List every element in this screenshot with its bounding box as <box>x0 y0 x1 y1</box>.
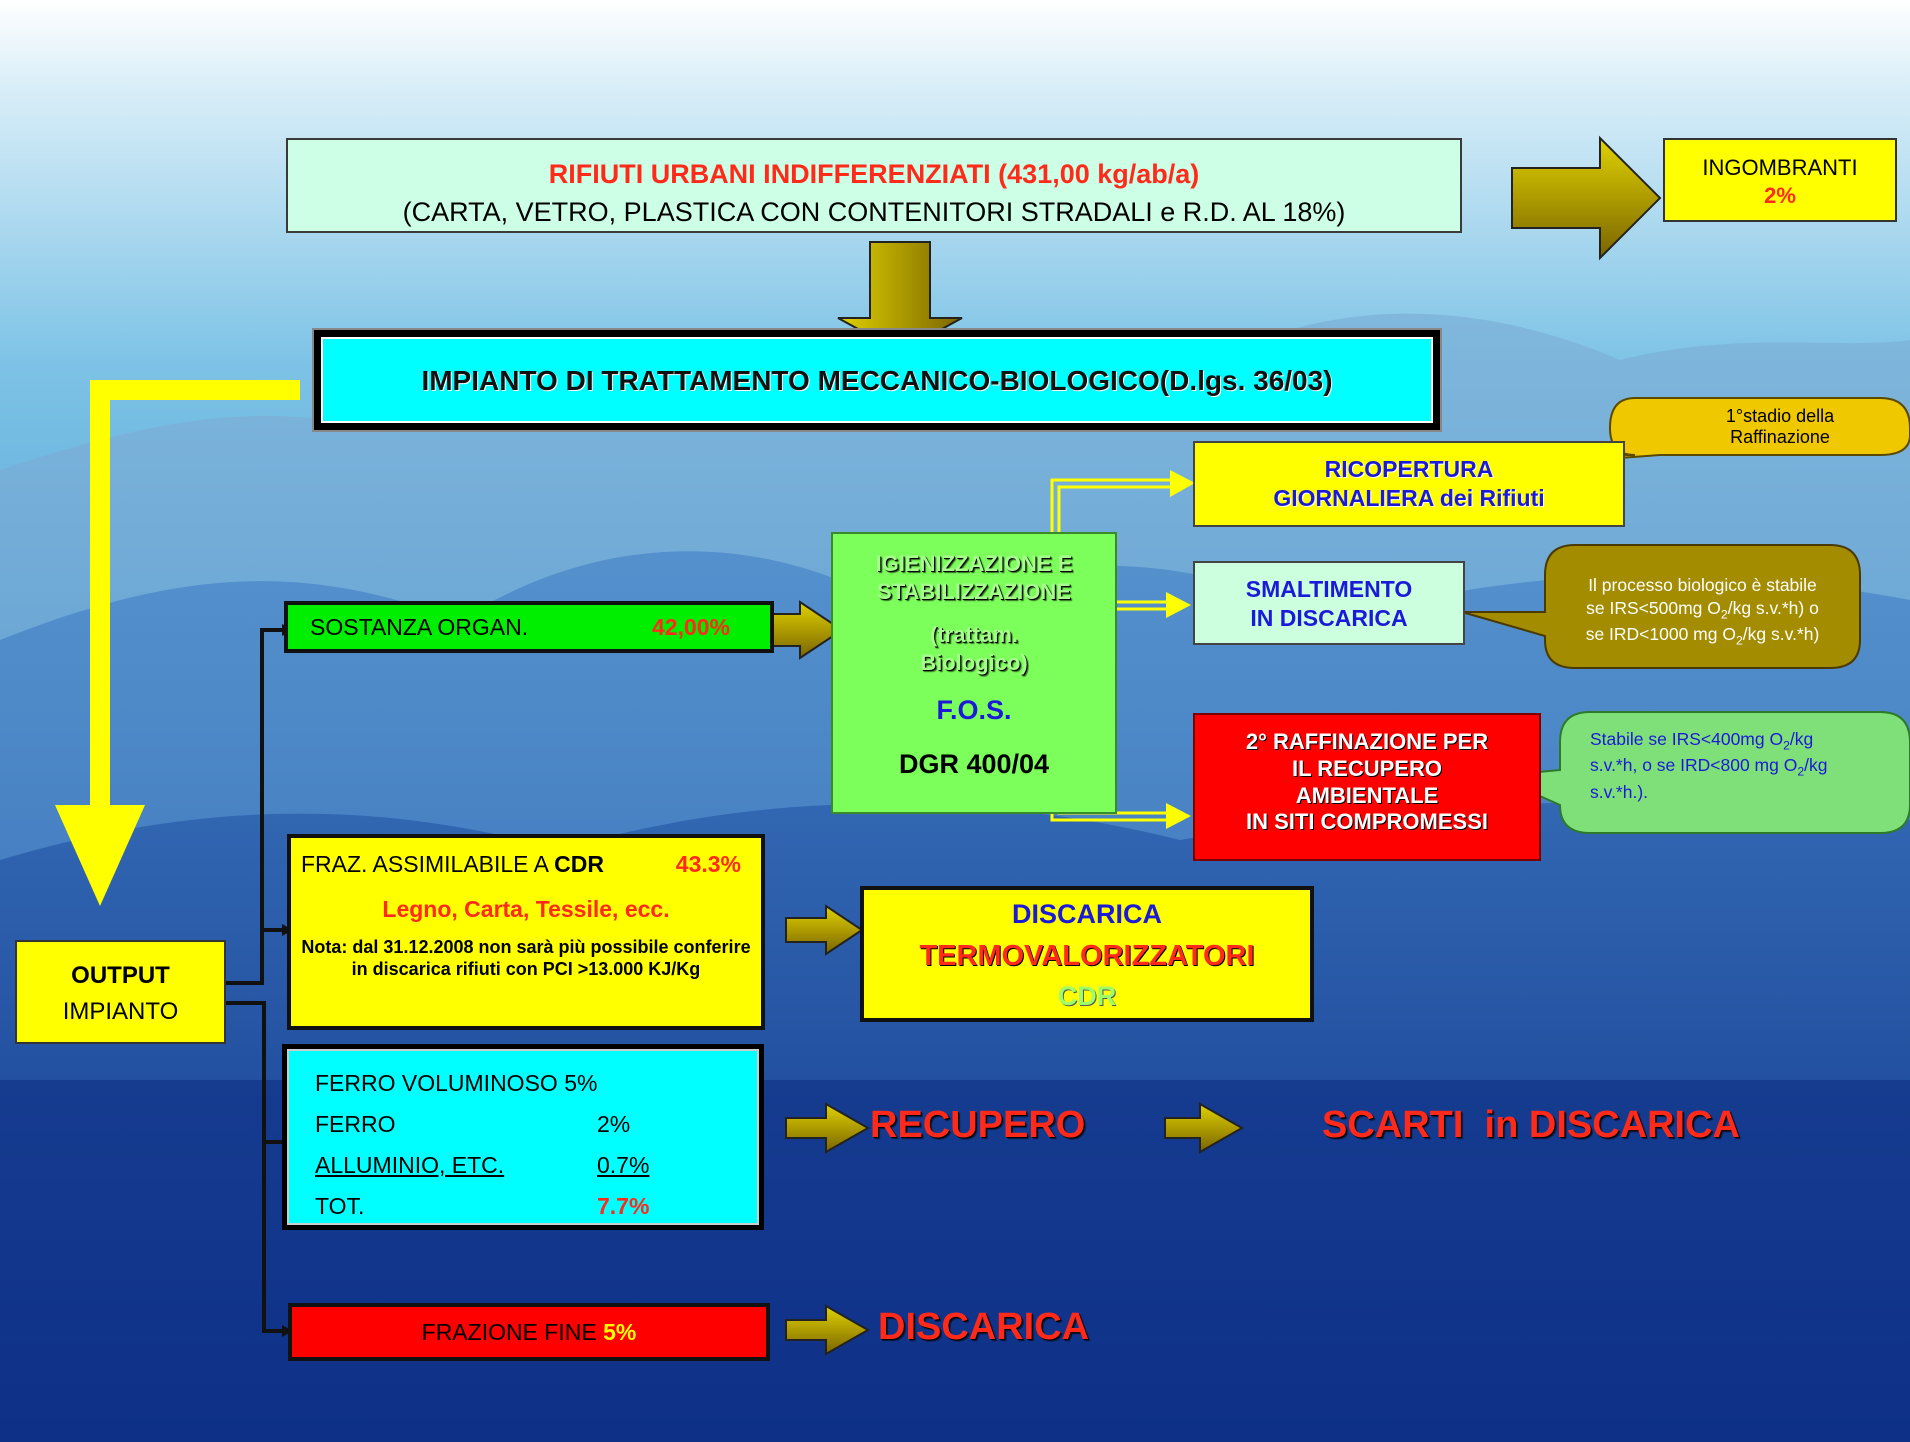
rifiuti-title: RIFIUTI URBANI INDIFFERENZIATI (431,00 k… <box>548 159 1200 189</box>
metal-row-ferro: FERRO 2% <box>315 1111 631 1137</box>
output-box: OUTPUT IMPIANTO <box>15 940 226 1044</box>
discarica-final-label: DISCARICA <box>878 1306 1090 1348</box>
metals-box: FERRO VOLUMINOSO 5% FERRO 2% ALLUMINIO, … <box>282 1044 764 1230</box>
smaltimento-line1: SMALTIMENTO <box>1245 576 1413 602</box>
sostanza-label: SOSTANZA ORGAN. <box>310 613 529 640</box>
ingombranti-label: INGOMBRANTI <box>1702 155 1858 180</box>
callout-stabile-text: Stabile se IRS<400mg O2/kg s.v.*h, o se … <box>1590 729 1828 802</box>
recupero-label: RECUPERO <box>870 1104 1086 1146</box>
ricopertura-line2: GIORNALIERA dei Rifiuti <box>1273 484 1545 511</box>
callout-biologico-text: Il processo biologico è stabile se IRS<5… <box>1585 575 1820 648</box>
cdr-materials: Legno, Carta, Tessile, ecc. <box>382 895 670 922</box>
cdr-note: Nota: dal 31.12.2008 non sarà più possib… <box>301 936 751 980</box>
scarti-label: SCARTI in DISCARICA <box>1322 1104 1740 1146</box>
igienizzazione-line3: (trattam. <box>929 622 1018 647</box>
raffinazione-box: 2° RAFFINAZIONE PER IL RECUPERO AMBIENTA… <box>1193 713 1541 861</box>
frazione-fine-pct: 5% <box>603 1318 637 1345</box>
igienizzazione-box: IGIENIZZAZIONE E STABILIZZAZIONE (tratta… <box>831 532 1117 814</box>
rifiuti-subtitle: (CARTA, VETRO, PLASTICA CON CONTENITORI … <box>402 196 1346 227</box>
impianto-label: IMPIANTO DI TRATTAMENTO MECCANICO-BIOLOG… <box>421 364 1333 396</box>
ricopertura-box: RICOPERTURA GIORNALIERA dei Rifiuti <box>1193 441 1625 527</box>
cdr-fraction-box: FRAZ. ASSIMILABILE A CDR 43.3% Legno, Ca… <box>287 834 765 1030</box>
frazione-fine-box: FRAZIONE FINE 5% <box>288 1303 770 1361</box>
rifiuti-urbani-box: RIFIUTI URBANI INDIFFERENZIATI (431,00 k… <box>286 138 1462 233</box>
ricopertura-line1: RICOPERTURA <box>1324 456 1494 482</box>
ingombranti-box: INGOMBRANTI 2% <box>1663 138 1897 222</box>
callout-raffinazione-text: 1°stadio della Raffinazione <box>1725 406 1835 447</box>
metal-row-ferro-voluminoso: FERRO VOLUMINOSO 5% <box>315 1070 598 1096</box>
ingombranti-pct: 2% <box>1764 182 1796 208</box>
igienizzazione-line2: STABILIZZAZIONE <box>877 578 1071 604</box>
igienizzazione-line4: Biologico) <box>920 649 1028 675</box>
igienizzazione-line1: IGIENIZZAZIONE E <box>875 551 1073 576</box>
fos-label: F.O.S. <box>936 695 1012 725</box>
metal-row-alluminio: ALLUMINIO, ETC. 0.7% <box>315 1152 650 1178</box>
smaltimento-box: SMALTIMENTO IN DISCARICA <box>1193 561 1465 645</box>
cdr-pct: 43.3% <box>675 851 741 877</box>
smaltimento-line2: IN DISCARICA <box>1250 604 1408 631</box>
metal-row-tot: TOT. 7.7% <box>315 1193 650 1219</box>
dgr-label: DGR 400/04 <box>898 748 1050 779</box>
discarica-termovalorizzatori-box: DISCARICA TERMOVALORIZZATORI CDR <box>860 886 1314 1022</box>
sostanza-pct: 42,00% <box>651 613 730 640</box>
impianto-box: IMPIANTO DI TRATTAMENTO MECCANICO-BIOLOG… <box>312 328 1442 432</box>
sostanza-organica-box: SOSTANZA ORGAN. 42,00% <box>284 601 774 653</box>
